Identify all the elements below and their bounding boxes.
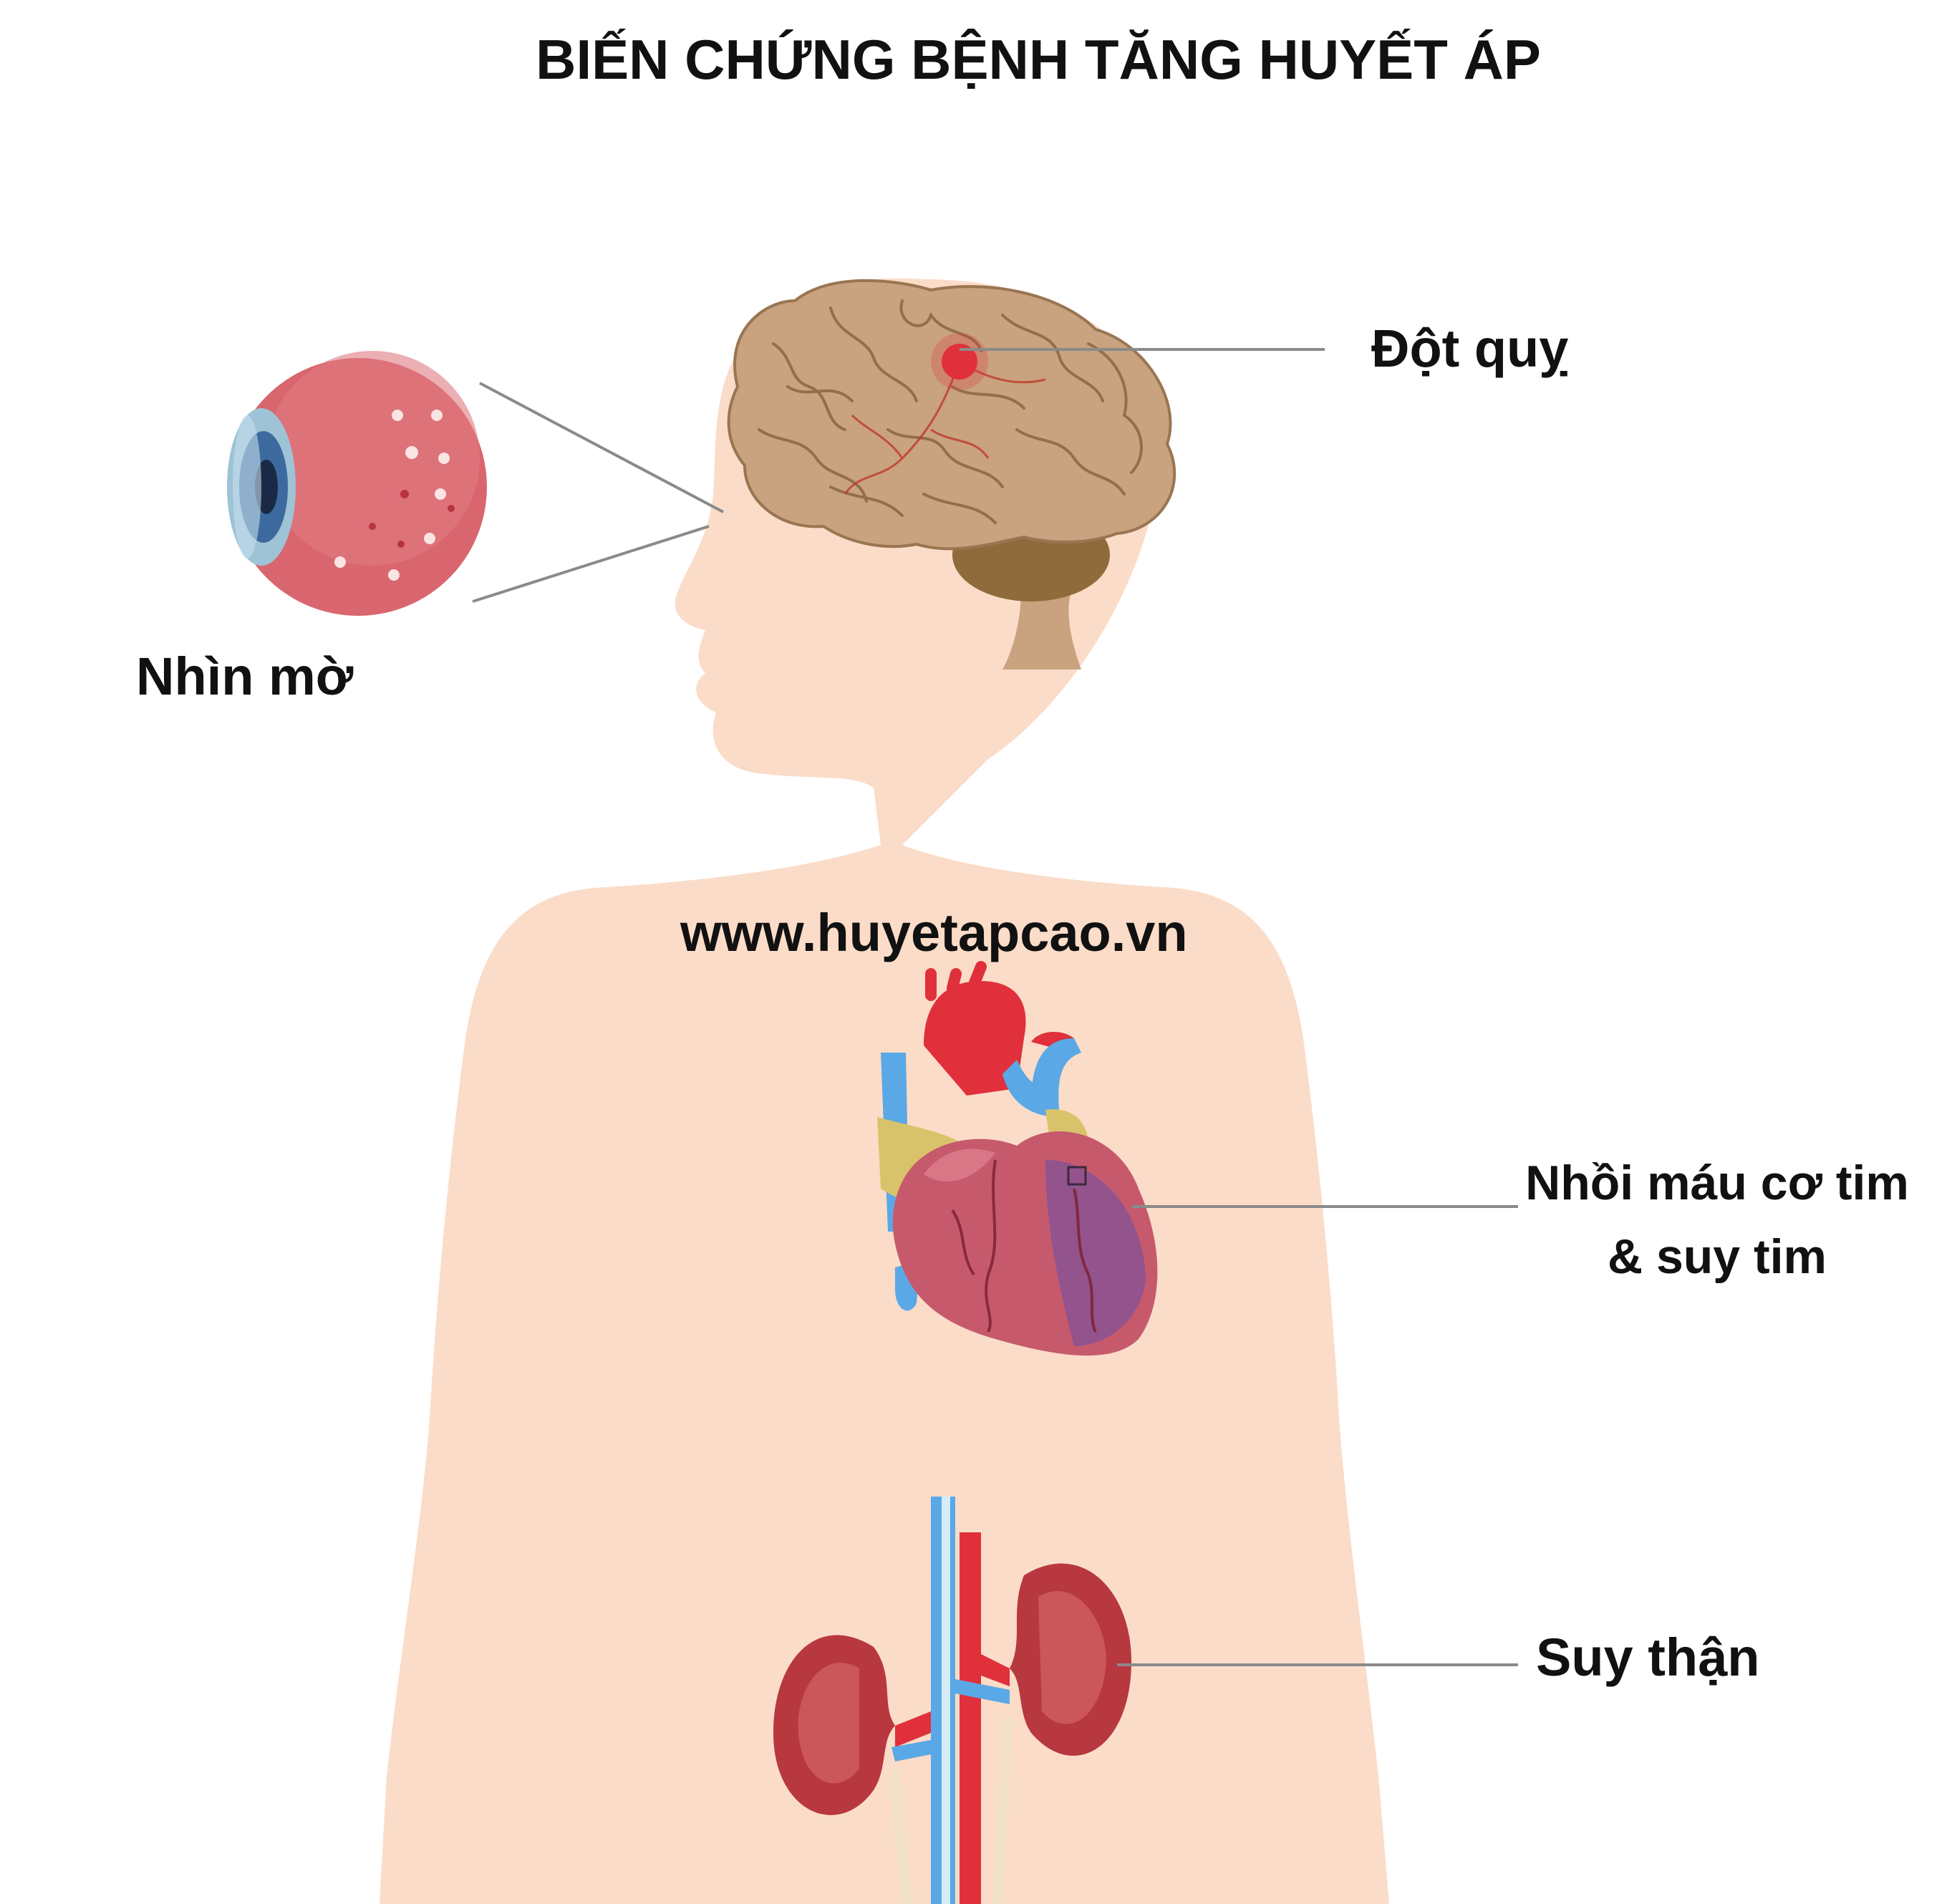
eye-icon bbox=[227, 351, 487, 616]
label-heart-line1: Nhồi máu cơ tim bbox=[1525, 1156, 1909, 1210]
heart-icon bbox=[877, 961, 1158, 1356]
page-title: BIẾN CHỨNG BỆNH TĂNG HUYẾT ÁP bbox=[536, 28, 1541, 91]
stroke-lesion-marker bbox=[942, 344, 977, 380]
label-blurred-vision: Nhìn mờ bbox=[136, 647, 354, 706]
watermark-url: www.huyetapcao.vn bbox=[680, 903, 1188, 962]
leader-line-eye-top bbox=[479, 382, 724, 513]
kidneys-icon bbox=[773, 1497, 1131, 1904]
label-heart-line2: & suy tim bbox=[1608, 1229, 1827, 1284]
leader-lines bbox=[472, 348, 1518, 1666]
leader-line-eye-bottom bbox=[472, 525, 710, 603]
label-stroke: Đột quỵ bbox=[1371, 319, 1568, 378]
label-kidney: Suy thận bbox=[1536, 1628, 1759, 1687]
brain-icon bbox=[727, 279, 1176, 670]
